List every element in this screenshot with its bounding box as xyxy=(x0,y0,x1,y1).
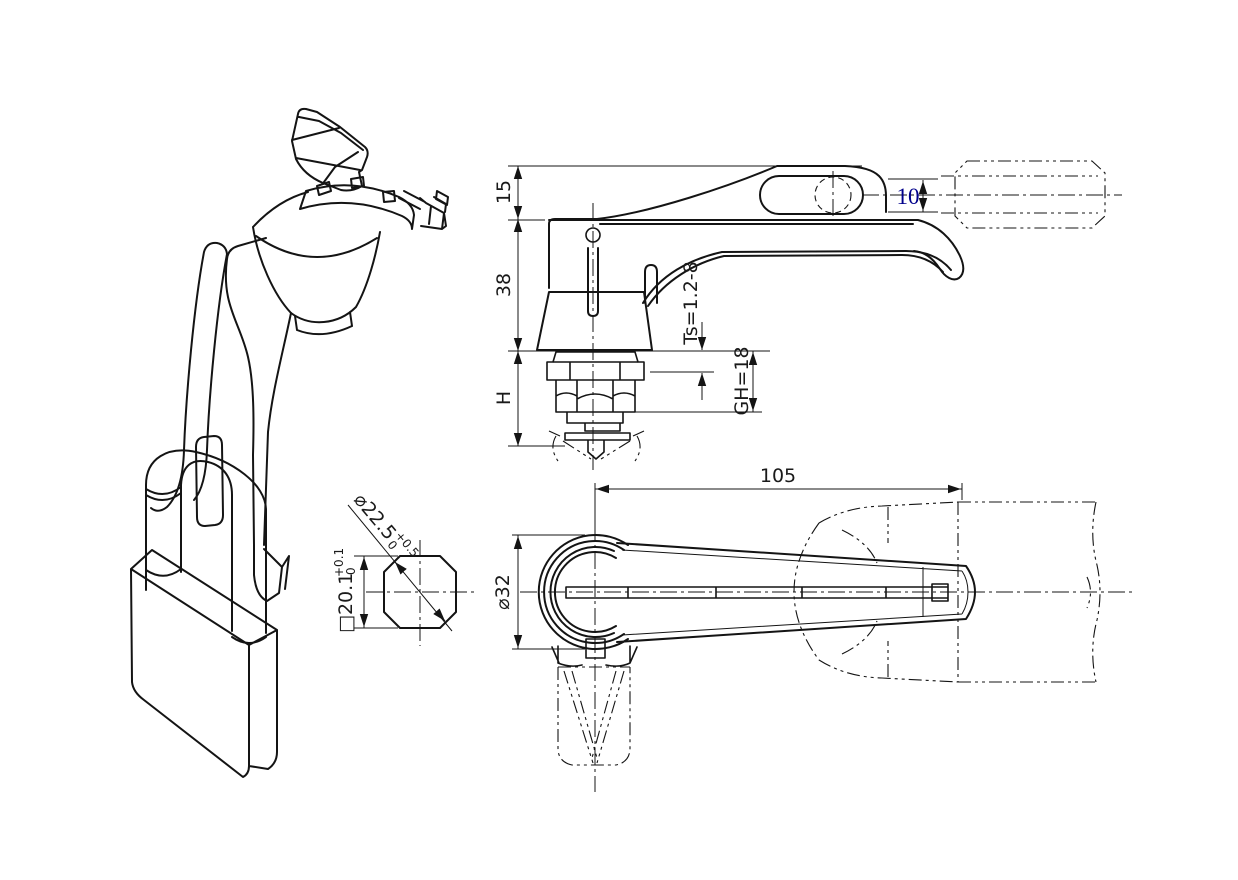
latch-arm xyxy=(224,237,292,602)
dim-octagon-square-tol-upper: +0.1 xyxy=(332,548,346,577)
bushing-stack xyxy=(398,190,449,230)
padlock-body xyxy=(130,549,278,778)
dim-octagon-square-tol-lower: 0 xyxy=(344,567,358,575)
dim-arrow xyxy=(433,608,446,622)
collet-cone xyxy=(536,247,653,351)
isometric-view xyxy=(130,107,449,778)
top-view: 105 ⌀32 xyxy=(492,465,1135,792)
dim-38: 38 xyxy=(493,273,515,297)
section-view: ⌀22.5 +0.5 0 □20.1 +0.1 0 xyxy=(332,489,476,646)
cam-rotation-phantom xyxy=(548,430,645,462)
latch-pawl-profile xyxy=(642,250,952,307)
dim-105: 105 xyxy=(760,465,796,487)
dim-octagon-square-value: □20.1 xyxy=(335,573,357,633)
handle-lever-profile xyxy=(548,165,965,289)
section-centerlines xyxy=(366,540,476,646)
front-extension-lines xyxy=(508,165,938,447)
dim-H: H xyxy=(493,391,515,405)
clamp-collar xyxy=(299,176,415,230)
wing-knob xyxy=(291,107,369,192)
handle-taper-inner-edges xyxy=(621,549,969,636)
dim-arrow xyxy=(394,561,407,575)
grip-sleeve-phantom xyxy=(941,160,1106,229)
mounting-hardware-stack xyxy=(546,351,645,432)
dim-octagon-square: □20.1 +0.1 0 xyxy=(332,548,358,633)
handle-head-rings xyxy=(537,534,629,650)
padlock-shackle xyxy=(145,449,267,644)
front-centerlines xyxy=(592,171,1122,470)
cam-hub-square xyxy=(551,638,638,667)
top-extension-lines xyxy=(512,483,963,650)
cam-phantom-below-head xyxy=(557,666,631,766)
cam-tip xyxy=(564,432,631,460)
front-view: 15 38 H Ts=1.2-8 GH=18 10 xyxy=(493,160,1122,470)
dim-head-diameter: ⌀32 xyxy=(492,574,514,610)
dim-10: 10 xyxy=(897,184,920,209)
top-dimension-lines xyxy=(517,488,962,649)
cone-body xyxy=(252,191,381,336)
top-centerlines xyxy=(520,524,1135,792)
octagon-cross-section xyxy=(383,555,457,629)
dim-octagon-diameter: ⌀22.5 +0.5 0 xyxy=(349,489,422,560)
dim-panel-thickness: Ts=1.2-8 xyxy=(680,261,702,345)
front-dimension-lines xyxy=(517,166,924,446)
dim-grip-height: GH=18 xyxy=(731,346,753,415)
mounting-clip xyxy=(150,241,228,527)
dim-15: 15 xyxy=(493,180,515,204)
padlock-eye-slot xyxy=(759,175,864,215)
